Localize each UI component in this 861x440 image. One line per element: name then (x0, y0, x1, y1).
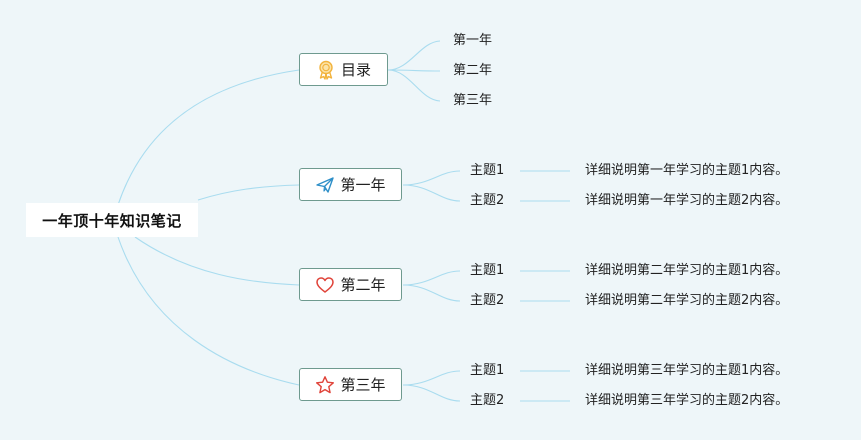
branch-node-year2[interactable]: 第二年 (299, 268, 402, 301)
branch-label-year2: 第二年 (340, 276, 386, 294)
branch-node-year1[interactable]: 第一年 (299, 168, 402, 201)
year3-topic2[interactable]: 主题2 (470, 393, 505, 408)
branch-label-year3: 第三年 (340, 376, 386, 394)
toc-item-1[interactable]: 第一年 (453, 33, 493, 48)
root-node[interactable]: 一年顶十年知识笔记 (26, 203, 198, 237)
branch-node-toc[interactable]: 目录 (299, 53, 388, 86)
year3-topic1[interactable]: 主题1 (470, 363, 505, 378)
connector-year2-topic2 (402, 284, 461, 302)
connector-root-toc (117, 69, 300, 206)
root-label: 一年顶十年知识笔记 (42, 211, 182, 230)
connector-year3-topic2 (402, 384, 461, 402)
year1-topic2-detail[interactable]: 详细说明第一年学习的主题2内容。 (585, 193, 789, 208)
connector-year2-topic1 (402, 270, 461, 286)
connector-year1-topic1 (402, 170, 461, 186)
branch-label-year1: 第一年 (340, 176, 386, 194)
year1-topic1-detail[interactable]: 详细说明第一年学习的主题1内容。 (585, 163, 789, 178)
year2-topic2[interactable]: 主题2 (470, 293, 505, 308)
year3-topic2-detail[interactable]: 详细说明第三年学习的主题2内容。 (585, 393, 789, 408)
year2-topic1-detail[interactable]: 详细说明第二年学习的主题1内容。 (585, 263, 789, 278)
year2-topic2-detail[interactable]: 详细说明第二年学习的主题2内容。 (585, 293, 789, 308)
toc-item-2[interactable]: 第二年 (453, 63, 493, 78)
year1-topic2[interactable]: 主题2 (470, 193, 505, 208)
year3-topic1-detail[interactable]: 详细说明第三年学习的主题1内容。 (585, 363, 789, 378)
branch-label-toc: 目录 (340, 61, 371, 79)
connector-year1-topic2 (402, 184, 461, 202)
year1-topic1[interactable]: 主题1 (470, 163, 505, 178)
connector-root-year1 (197, 184, 300, 201)
connector-toc-child-3 (387, 69, 441, 102)
connector-root-year3 (117, 236, 300, 386)
connector-year3-topic1 (402, 370, 461, 386)
award-ribbon-icon (316, 60, 336, 80)
paper-plane-icon (315, 175, 335, 195)
heart-icon (315, 275, 335, 295)
star-icon (315, 375, 335, 395)
year2-topic1[interactable]: 主题1 (470, 263, 505, 278)
branch-node-year3[interactable]: 第三年 (299, 368, 402, 401)
connector-toc-child-1 (387, 40, 441, 71)
connector-root-year2 (134, 236, 300, 286)
toc-item-3[interactable]: 第三年 (453, 93, 493, 108)
